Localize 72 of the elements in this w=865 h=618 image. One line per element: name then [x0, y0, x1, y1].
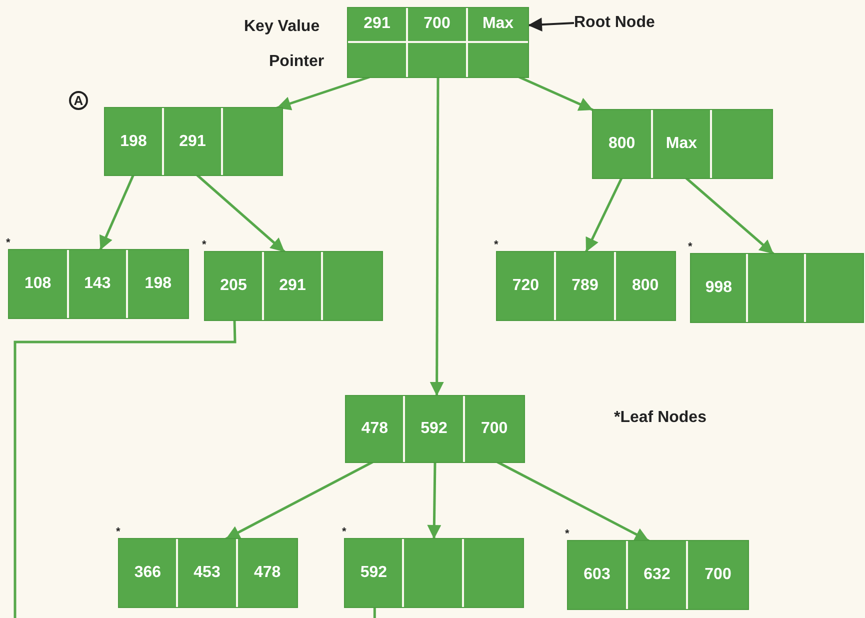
key-cell: 198 [105, 108, 164, 175]
asterisk-mark: * [116, 527, 120, 538]
tree-node [568, 541, 748, 609]
arrow [427, 462, 442, 540]
arrow [430, 77, 444, 396]
pointer-cell [468, 42, 528, 77]
asterisk-mark: * [6, 238, 10, 249]
arrow [518, 76, 594, 112]
key-cell: 603 [568, 541, 628, 609]
tree-node [205, 252, 382, 320]
connector-line [373, 607, 376, 618]
key-cell: 478 [346, 396, 406, 462]
key-cell: 720 [497, 252, 556, 320]
tree-node [9, 250, 188, 318]
key-cell: 291 [264, 252, 323, 320]
key-cell: 700 [688, 541, 748, 609]
arrow [276, 76, 370, 110]
asterisk-mark: * [494, 240, 498, 251]
arrow [685, 177, 774, 255]
asterisk-mark: * [688, 242, 692, 253]
key-cell: 143 [68, 250, 128, 318]
tree-node [345, 539, 523, 607]
key-cell: 291 [164, 108, 223, 175]
tree-node [691, 254, 863, 322]
asterisk-mark: * [565, 529, 570, 540]
key-cell: 478 [238, 539, 297, 607]
pointer-cell [806, 254, 863, 322]
key-cell: 998 [691, 254, 748, 322]
connector-line [14, 320, 236, 618]
key-cell: Max [468, 8, 528, 42]
key-cell: 592 [405, 396, 465, 462]
tree-node [346, 396, 524, 462]
arrow [99, 174, 134, 250]
tree-node [497, 252, 675, 320]
key-cell: 800 [616, 252, 675, 320]
pointer-cell [712, 110, 772, 178]
key-cell: 205 [205, 252, 264, 320]
key-cell: 800 [593, 110, 653, 178]
pointer-cell [408, 42, 468, 77]
key-cell: 108 [9, 250, 69, 318]
arrow [584, 177, 623, 253]
asterisk-mark: * [342, 527, 346, 538]
arrow [528, 18, 574, 32]
key-cell: 632 [628, 541, 688, 609]
pointer-cell [404, 539, 464, 607]
tree-node [119, 539, 297, 607]
key-cell: Max [652, 110, 712, 178]
key-cell: 789 [556, 252, 616, 320]
arrow [196, 174, 286, 253]
pointer-cell [464, 539, 523, 607]
key-cell: 366 [119, 539, 178, 607]
pointer-cell [223, 108, 282, 175]
arrow [225, 460, 374, 540]
key-cell: 700 [464, 396, 524, 462]
key-cell: 453 [178, 539, 238, 607]
root-node [348, 8, 528, 77]
tree-node [105, 108, 282, 175]
pointer-cell [323, 252, 382, 320]
legend-note: *Leaf Nodes [614, 410, 706, 426]
asterisk-mark: * [202, 240, 206, 251]
node-label: Root Node [574, 14, 655, 32]
row-label: Key Value [244, 19, 320, 35]
row-label: Pointer [269, 54, 324, 70]
tree-node [593, 110, 772, 178]
key-cell: 198 [128, 250, 188, 318]
circled-letter: A [69, 91, 88, 110]
pointer-cell [748, 254, 806, 322]
key-cell: 291 [348, 8, 408, 42]
key-cell: 700 [408, 8, 468, 42]
key-cell: 592 [345, 539, 404, 607]
pointer-cell [348, 42, 408, 77]
arrow [496, 460, 650, 542]
